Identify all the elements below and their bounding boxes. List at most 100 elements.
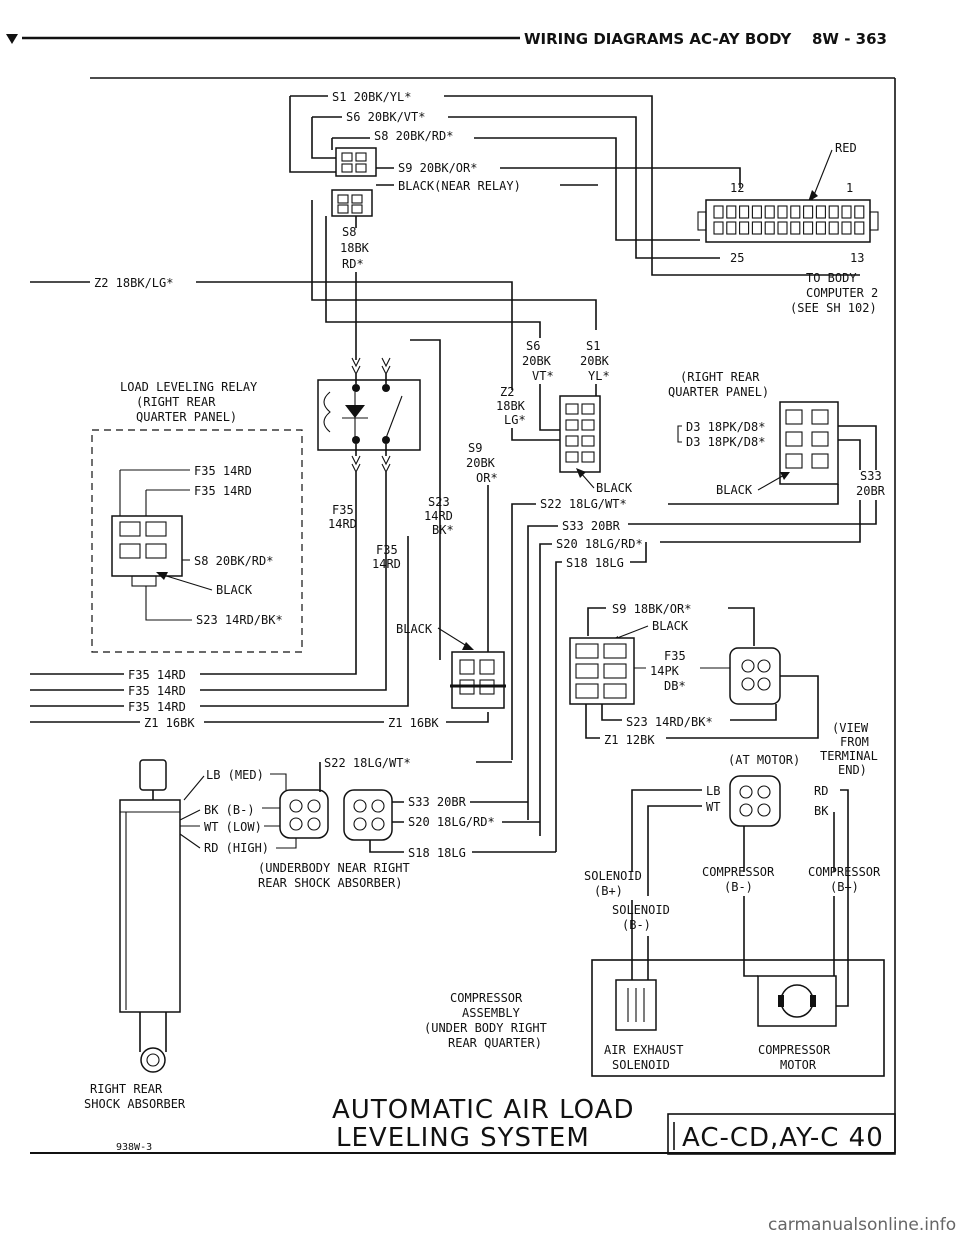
right-wire-s18-label: S18 18LG — [566, 556, 624, 570]
connector-pin-cell — [713, 221, 724, 235]
center-connector — [559, 395, 601, 473]
left-wire-f35-a-label: F35 14RD — [128, 668, 186, 682]
connector-pin-cell — [777, 221, 788, 235]
compressor-bk-label: BK — [814, 804, 829, 818]
relay-title-1: LOAD LEVELING RELAY — [120, 380, 258, 394]
s1-mid-label-3: YL* — [588, 369, 610, 383]
f35-mid-b-label-2: 14RD — [372, 557, 401, 571]
s6-mid-label-1: S6 — [526, 339, 540, 353]
connector-pin-cell — [828, 221, 839, 235]
shock-absorber-body — [119, 799, 181, 1013]
footer-code: AC-CD,AY-C 40 — [682, 1123, 884, 1153]
motor-f35-label-2: 14PK — [650, 664, 680, 678]
shock-s20-label: S20 18LG/RD* — [408, 815, 495, 829]
motor-at-motor-label: (AT MOTOR) — [728, 753, 800, 767]
compressor-assembly-box — [591, 959, 885, 1077]
connector-pin-25: 25 — [730, 251, 744, 265]
footer-title-1: AUTOMATIC AIR LOAD — [332, 1095, 635, 1125]
rear-quarter-s33-label-1: S33 — [860, 469, 882, 483]
shock-s33-label: S33 20BR — [408, 795, 467, 809]
f35-mid-a-label-2: 14RD — [328, 517, 357, 531]
compressor-connector — [729, 775, 781, 827]
right-wire-s33-label: S33 20BR — [562, 519, 621, 533]
center-black-label: BLACK — [596, 481, 633, 495]
motor-view-label-1: (VIEW — [832, 721, 869, 735]
body-computer-note-3: (SEE SH 102) — [790, 301, 877, 315]
compressor-pos-label-1: COMPRESSOR — [808, 865, 881, 879]
wire-s9-label: S9 20BK/OR* — [398, 161, 477, 175]
solenoid-neg-label-1: SOLENOID — [612, 903, 670, 917]
watermark: carmanualsonline.info — [768, 1215, 956, 1235]
motor-s23-label: S23 14RD/BK* — [626, 715, 713, 729]
red-wire-label: RED — [835, 141, 857, 155]
connector-pin-cell — [803, 205, 814, 219]
shock-caption-2: SHOCK ABSORBER — [84, 1097, 186, 1111]
footer-code-box — [667, 1113, 896, 1155]
rear-quarter-title-2: QUARTER PANEL) — [668, 385, 769, 399]
z2-mid-label-2: 18BK — [496, 399, 526, 413]
wire-s8-label: S8 20BK/RD* — [374, 129, 453, 143]
relay-connector — [111, 515, 183, 577]
s9-mid-label-3: OR* — [476, 471, 498, 485]
s23-mid-label-3: BK* — [432, 523, 454, 537]
motor-f35-label-1: F35 — [664, 649, 686, 663]
air-exhaust-label-1: AIR EXHAUST — [604, 1043, 683, 1057]
wire-s1-label: S1 20BK/YL* — [332, 90, 411, 104]
air-exhaust-label-2: SOLENOID — [612, 1058, 670, 1072]
rear-quarter-connector — [779, 401, 839, 485]
motor-view-label-3: TERMINAL — [820, 749, 878, 763]
connector-pins — [713, 205, 865, 235]
left-wire-bundle — [30, 673, 140, 723]
compressor-pos-label-2: (B+) — [830, 880, 859, 894]
motor-view-label-4: END) — [838, 763, 867, 777]
relay-s23-label: S23 14RD/BK* — [196, 613, 283, 627]
s9-mid-label-1: S9 — [468, 441, 482, 455]
shock-lb-label: LB (MED) — [206, 768, 264, 782]
shock-top-mount — [139, 759, 167, 791]
left-wire-f35-b-label: F35 14RD — [128, 684, 186, 698]
drawing-code: 938W-3 — [116, 1142, 152, 1153]
relay-s8-label: S8 20BK/RD* — [194, 554, 273, 568]
f35-mid-b-label-1: F35 — [376, 543, 398, 557]
rear-quarter-d3-a-label: D3 18PK/D8* — [686, 420, 765, 434]
relay-title-3: QUARTER PANEL) — [136, 410, 237, 424]
relay-schematic — [317, 379, 421, 451]
s9-mid-label-2: 20BK — [466, 456, 496, 470]
solenoid-neg-label-2: (B-) — [622, 918, 651, 932]
connector-pin-cell — [713, 205, 724, 219]
connector-pin-cell — [841, 221, 852, 235]
compressor-neg-label-1: COMPRESSOR — [702, 865, 775, 879]
s8-wire-label-3: RD* — [342, 257, 364, 271]
s1-mid-label-2: 20BK — [580, 354, 610, 368]
connector-pin-cell — [764, 205, 775, 219]
relay-title-2: (RIGHT REAR — [136, 395, 216, 409]
shock-note-2: REAR SHOCK ABSORBER) — [258, 876, 403, 890]
rear-quarter-s33-label-2: 20BR — [856, 484, 886, 498]
shock-rd-label: RD (HIGH) — [204, 841, 269, 855]
s23-mid-label-1: S23 — [428, 495, 450, 509]
compressor-assembly-label-2: ASSEMBLY — [462, 1006, 521, 1020]
connector-pin-cell — [854, 221, 865, 235]
rear-quarter-d3-b-label: D3 18PK/D8* — [686, 435, 765, 449]
left-wire-z1-label: Z1 16BK — [144, 716, 195, 730]
shock-bk-label: BK (B-) — [204, 803, 255, 817]
connector-pin-cell — [726, 221, 737, 235]
solenoid-pos-label-2: (B+) — [594, 884, 623, 898]
solenoid-pos-label-1: SOLENOID — [584, 869, 642, 883]
compressor-rd-label: RD — [814, 784, 828, 798]
compressor-motor-label-2: MOTOR — [780, 1058, 817, 1072]
motor-z1-label: Z1 12BK — [604, 733, 655, 747]
connector-pin-cell — [751, 205, 762, 219]
right-wire-s22-label: S22 18LG/WT* — [540, 497, 627, 511]
connector-pin-cell — [751, 221, 762, 235]
compressor-lb-label: LB — [706, 784, 720, 798]
rear-quarter-title-1: (RIGHT REAR — [680, 370, 760, 384]
connector-pin-cell — [790, 221, 801, 235]
connector-pin-cell — [841, 205, 852, 219]
relay-f35-b-label: F35 14RD — [194, 484, 252, 498]
z2-mid-label-3: LG* — [504, 413, 526, 427]
wire-s6-label: S6 20BK/VT* — [346, 110, 425, 124]
motor-terminal-connector — [729, 647, 781, 705]
connector-pin-cell — [739, 221, 750, 235]
